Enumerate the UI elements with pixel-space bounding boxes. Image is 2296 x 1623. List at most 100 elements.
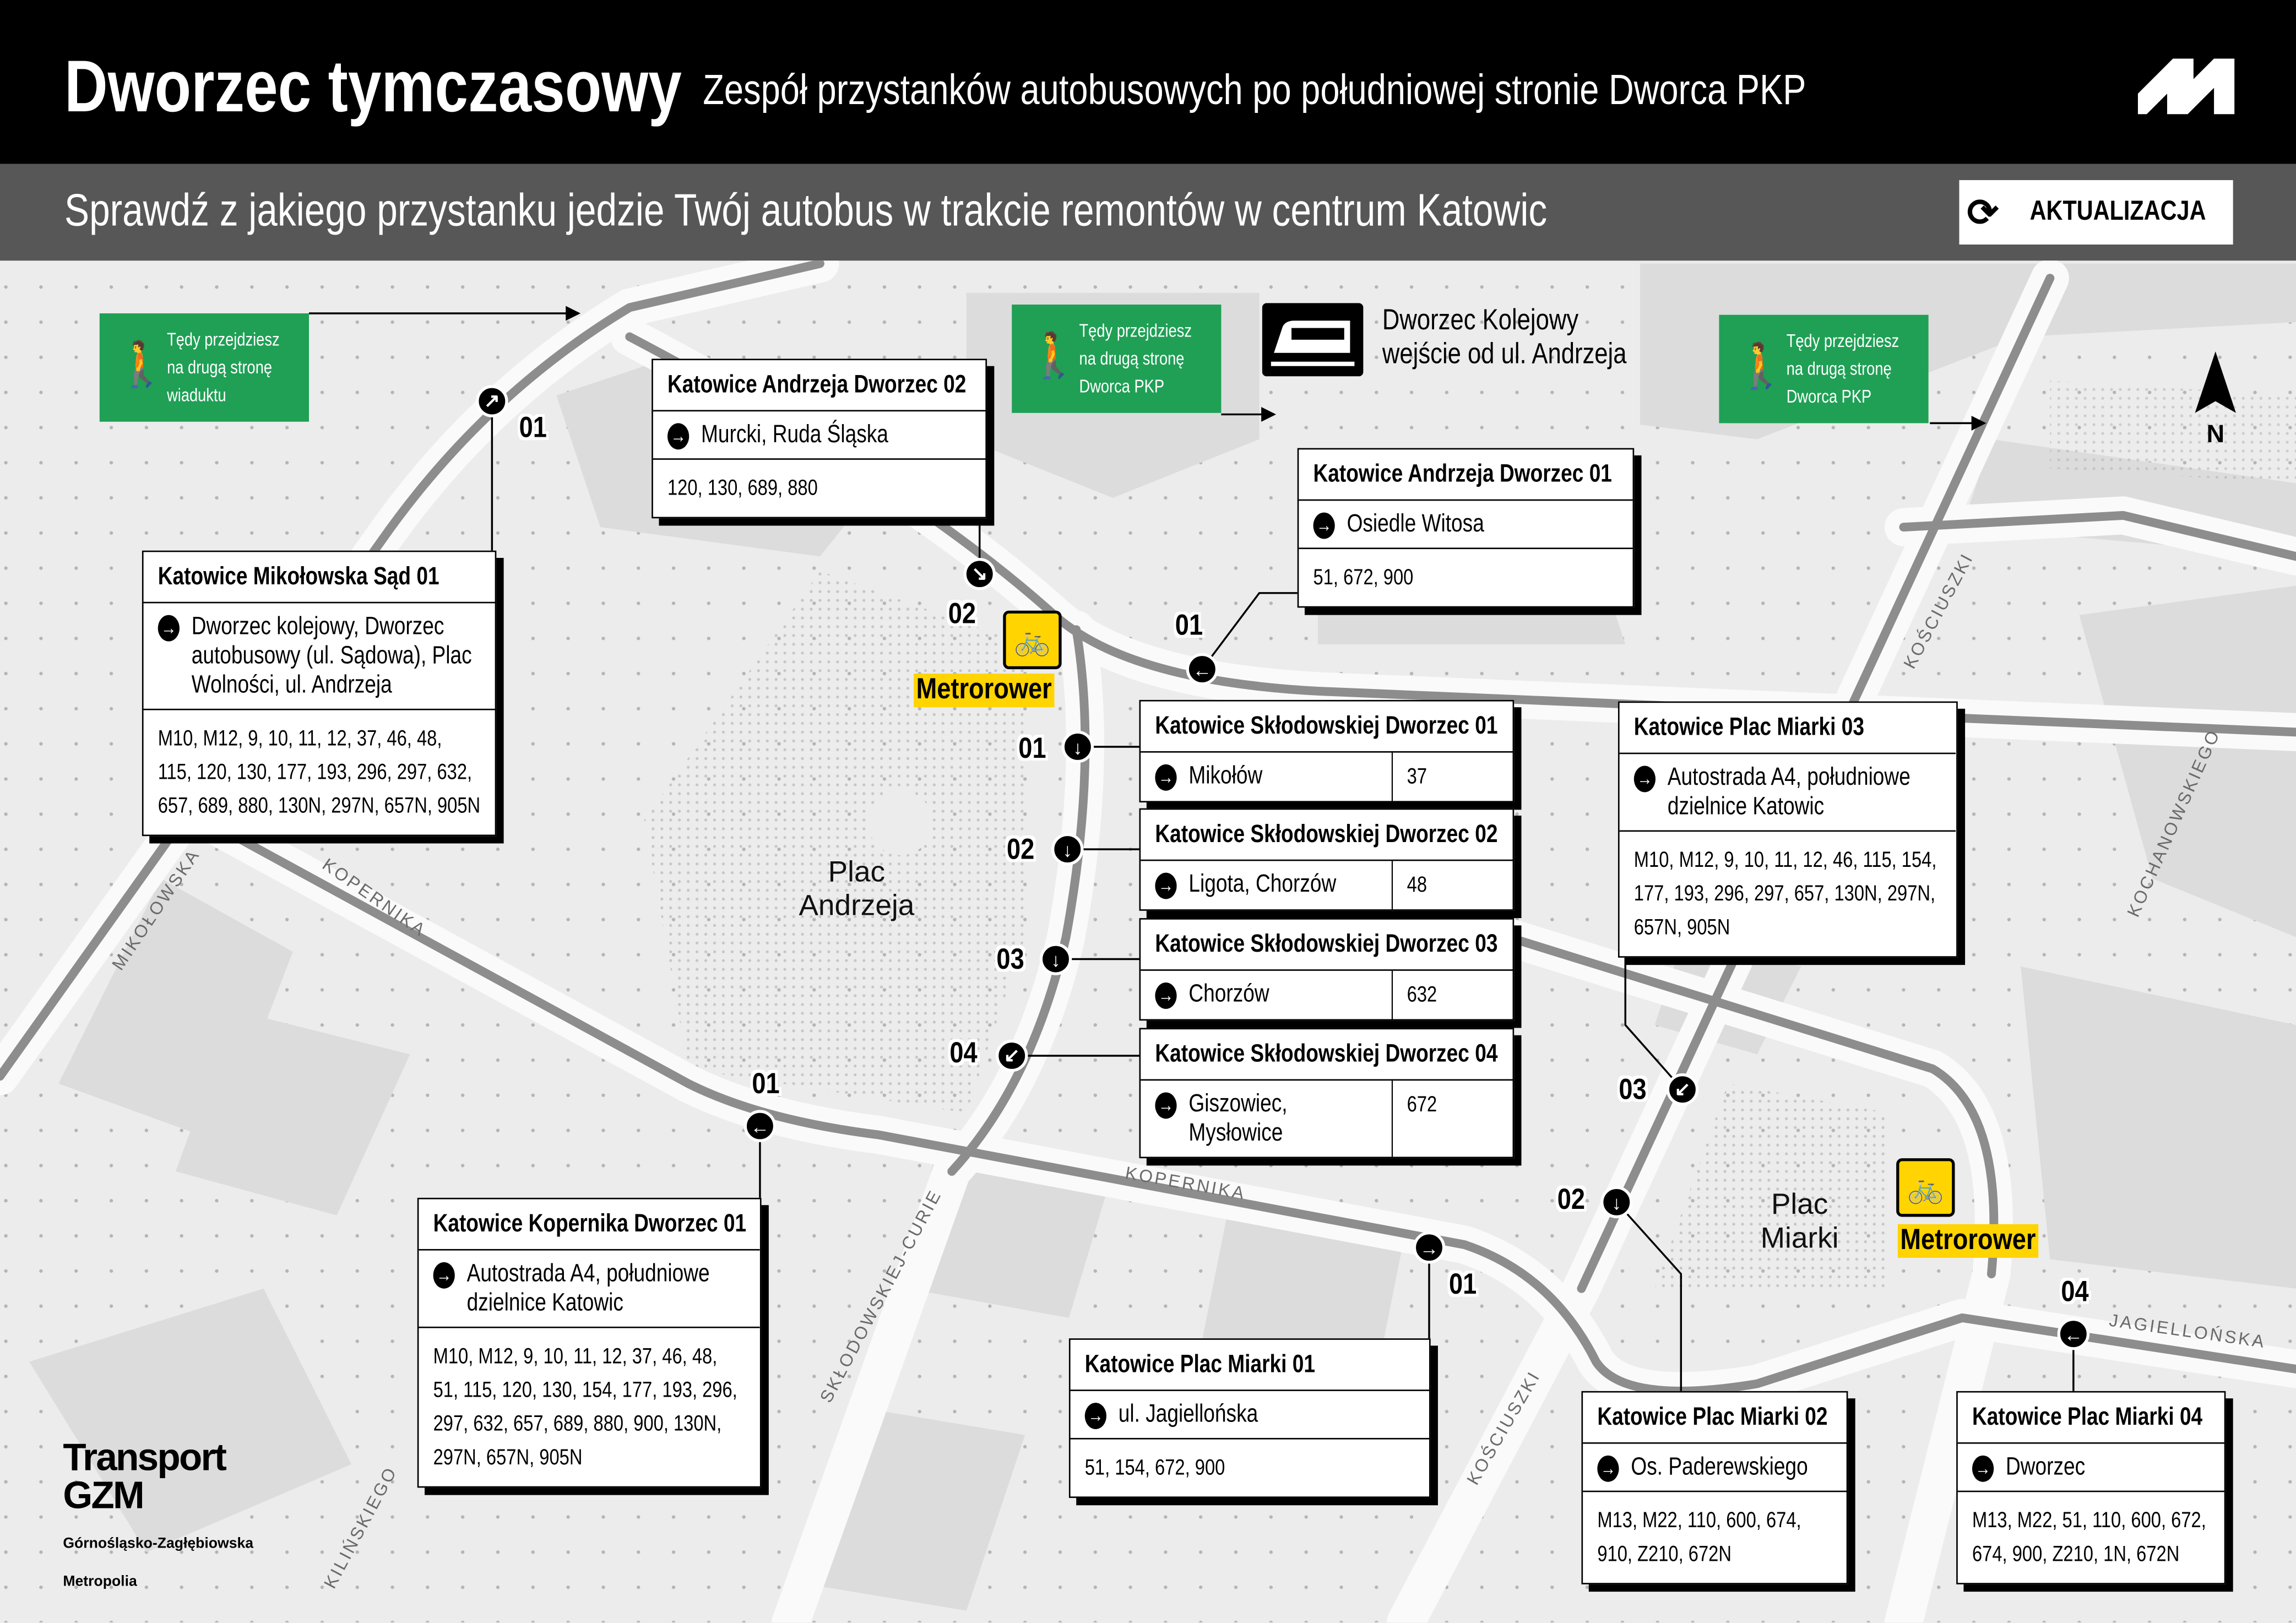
- stop-number: 03: [996, 943, 1024, 976]
- stop-marker-arrow-sw-icon[interactable]: ↙: [1666, 1073, 1699, 1106]
- stop-marker-arrow-right-icon[interactable]: →: [1413, 1231, 1446, 1264]
- stop-card-mikolowska-sad-01[interactable]: Katowice Mikołowska Sąd 01 → Dworzec kole…: [142, 550, 497, 837]
- stop-routes: M10, M12, 9, 10, 11, 12, 37, 46, 48, 115…: [158, 726, 481, 819]
- stop-title: Katowice Mikołowska Sąd 01: [143, 552, 495, 604]
- pedestrian-icon: 🚶: [114, 341, 169, 390]
- stop-routes: 37: [1407, 764, 1427, 790]
- stop-direction: Mikołów: [1188, 761, 1263, 790]
- stop-direction: Autostrada A4, południowe dzielnice Kato…: [466, 1259, 710, 1317]
- stop-marker-arrow-down-icon[interactable]: ↓: [1061, 730, 1094, 763]
- stop-title: Katowice Skłodowskiej Dworzec 04: [1141, 1029, 1513, 1081]
- stop-marker-arrow-left-icon[interactable]: ←: [743, 1110, 777, 1142]
- stop-direction: Murcki, Ruda Śląska: [701, 420, 888, 448]
- stop-card-sklodowskiej-dworzec-01[interactable]: Katowice Skłodowskiej Dworzec 01 → Mikołó…: [1139, 699, 1515, 803]
- stop-routes: M10, M12, 9, 10, 11, 12, 37, 46, 48, 51,…: [433, 1344, 737, 1470]
- header: Dworzec tymczasowy Zespół przystanków au…: [0, 0, 2296, 164]
- arrow-right-icon: →: [1155, 1092, 1177, 1119]
- arrow-right-icon: →: [1972, 1455, 1994, 1482]
- stop-direction: ul. Jagiellońska: [1118, 1399, 1258, 1428]
- metropolia-logo-icon: [2137, 58, 2235, 115]
- stop-marker-arrow-down-icon[interactable]: ↓: [1039, 943, 1072, 975]
- stop-title: Katowice Andrzeja Dworzec 01: [1299, 449, 1633, 501]
- refresh-icon: ⟳: [1967, 190, 1999, 235]
- metrorower-label: Metrorower: [1897, 1224, 2038, 1258]
- stop-card-andrzeja-dworzec-01[interactable]: Katowice Andrzeja Dworzec 01 → Osiedle Wi…: [1297, 448, 1635, 608]
- arrow-right-icon: →: [1155, 764, 1177, 791]
- north-arrow-icon: [2195, 351, 2236, 413]
- stop-routes: 48: [1407, 872, 1427, 898]
- north-arrow: N: [2192, 351, 2239, 449]
- bicycle-icon: 🚲: [1896, 1158, 1955, 1217]
- stop-title: Katowice Kopernika Dworzec 01: [419, 1199, 760, 1251]
- stop-card-sklodowskiej-dworzec-04[interactable]: Katowice Skłodowskiej Dworzec 04 → Giszow…: [1139, 1028, 1515, 1159]
- arrow-right-icon: →: [433, 1262, 455, 1289]
- stop-routes: 51, 672, 900: [1313, 565, 1414, 590]
- transport-gzm-logo: Transport GZM Górnośląsko-Zagłębiowska M…: [63, 1435, 254, 1591]
- stop-card-plac-miarki-02[interactable]: Katowice Plac Miarki 02 → Os. Paderewskie…: [1581, 1391, 1848, 1584]
- arrow-right-icon: →: [1633, 766, 1656, 792]
- stop-marker-arrow-down-icon[interactable]: ↓: [1600, 1186, 1633, 1219]
- subheader: Sprawdź z jakiego przystanku jedzie Twój…: [0, 164, 2296, 261]
- arrow-right-icon: →: [1155, 872, 1177, 899]
- stop-routes: 51, 154, 672, 900: [1084, 1455, 1225, 1481]
- stop-routes: 120, 130, 689, 880: [667, 476, 818, 501]
- stop-title: Katowice Skłodowskiej Dworzec 01: [1141, 702, 1513, 753]
- stop-marker-arrow-se-icon[interactable]: ↘: [963, 558, 996, 590]
- pedestrian-icon: 🚶: [1734, 343, 1789, 391]
- stop-number: 04: [2061, 1276, 2089, 1309]
- stop-direction: Autostrada A4, południowe dzielnice Kato…: [1667, 763, 1910, 820]
- stop-number: 02: [1007, 834, 1035, 866]
- stop-number: 01: [1175, 610, 1203, 642]
- stop-title: Katowice Skłodowskiej Dworzec 03: [1141, 920, 1513, 971]
- stop-direction: Os. Paderewskiego: [1631, 1452, 1808, 1481]
- stop-marker-arrow-sw-icon[interactable]: ↙: [995, 1039, 1028, 1072]
- stop-card-sklodowskiej-dworzec-02[interactable]: Katowice Skłodowskiej Dworzec 02 →Ligota…: [1139, 808, 1515, 911]
- stop-marker-arrow-left-icon[interactable]: ←: [1186, 653, 1219, 686]
- stop-title: Katowice Plac Miarki 01: [1070, 1340, 1429, 1391]
- stop-routes: M10, M12, 9, 10, 11, 12, 46, 115, 154, 1…: [1633, 848, 1937, 940]
- stop-direction: Dworzec: [2006, 1452, 2086, 1481]
- stop-card-andrzeja-dworzec-02[interactable]: Katowice Andrzeja Dworzec 02 → Murcki, Ru…: [652, 359, 987, 519]
- stop-number: 03: [1619, 1074, 1647, 1106]
- stop-direction: Osiedle Witosa: [1347, 509, 1484, 538]
- arrow-right-icon: →: [158, 615, 180, 642]
- stop-card-sklodowskiej-dworzec-03[interactable]: Katowice Skłodowskiej Dworzec 03 → Chorzó…: [1139, 918, 1515, 1021]
- stop-number: 02: [1557, 1184, 1586, 1217]
- stop-card-plac-miarki-03[interactable]: Katowice Plac Miarki 03 → Autostrada A4, …: [1617, 701, 1958, 958]
- plac-miarki-park: [1654, 1083, 1889, 1289]
- arrow-right-icon: →: [1084, 1403, 1106, 1429]
- stop-direction: Dworzec kolejowy, Dworzec autobusowy (ul…: [191, 612, 472, 699]
- pedestrian-icon: 🚶: [1026, 332, 1082, 381]
- page-subtitle: Zespół przystanków autobusowych po połud…: [703, 67, 1806, 115]
- stop-card-kopernika-dworzec-01[interactable]: Katowice Kopernika Dworzec 01 → Autostrad…: [417, 1197, 762, 1488]
- arrow-right-icon: →: [667, 423, 690, 450]
- stop-title: Katowice Andrzeja Dworzec 02: [653, 360, 986, 412]
- stop-number: 01: [1448, 1268, 1477, 1301]
- stop-marker-arrow-ne-icon[interactable]: ↗: [476, 385, 508, 417]
- stop-card-plac-miarki-04[interactable]: Katowice Plac Miarki 04 →Dworzec M13, M2…: [1956, 1391, 2226, 1584]
- bicycle-icon: 🚲: [1003, 610, 1062, 670]
- stop-direction: Giszowiec, Mysłowice: [1188, 1089, 1288, 1147]
- stop-routes: 632: [1407, 983, 1437, 1008]
- stop-title: Katowice Plac Miarki 02: [1583, 1393, 1847, 1444]
- stop-marker-arrow-left-icon[interactable]: ←: [2057, 1317, 2090, 1350]
- stop-number: 01: [752, 1068, 780, 1101]
- arrow-right-icon: →: [1313, 512, 1335, 539]
- update-button-label: AKTUALIZACJA: [2029, 196, 2206, 227]
- stop-direction: Chorzów: [1188, 979, 1269, 1008]
- stop-title: Katowice Plac Miarki 03: [1619, 703, 1957, 754]
- arrow-right-icon: →: [1597, 1455, 1619, 1482]
- stop-marker-arrow-down-icon[interactable]: ↓: [1051, 833, 1084, 866]
- stop-title: Katowice Skłodowskiej Dworzec 02: [1141, 810, 1513, 861]
- stop-number: 02: [948, 598, 976, 631]
- arrow-right-icon: →: [1155, 983, 1177, 1009]
- train-icon: [1262, 303, 1364, 377]
- update-button[interactable]: ⟳ AKTUALIZACJA: [1959, 180, 2233, 245]
- stop-routes: M13, M22, 110, 600, 674, 910, Z210, 672N: [1597, 1508, 1801, 1567]
- page-title: Dworzec tymczasowy: [64, 45, 682, 128]
- stop-card-plac-miarki-01[interactable]: Katowice Plac Miarki 01 → ul. Jagiellońsk…: [1068, 1338, 1431, 1498]
